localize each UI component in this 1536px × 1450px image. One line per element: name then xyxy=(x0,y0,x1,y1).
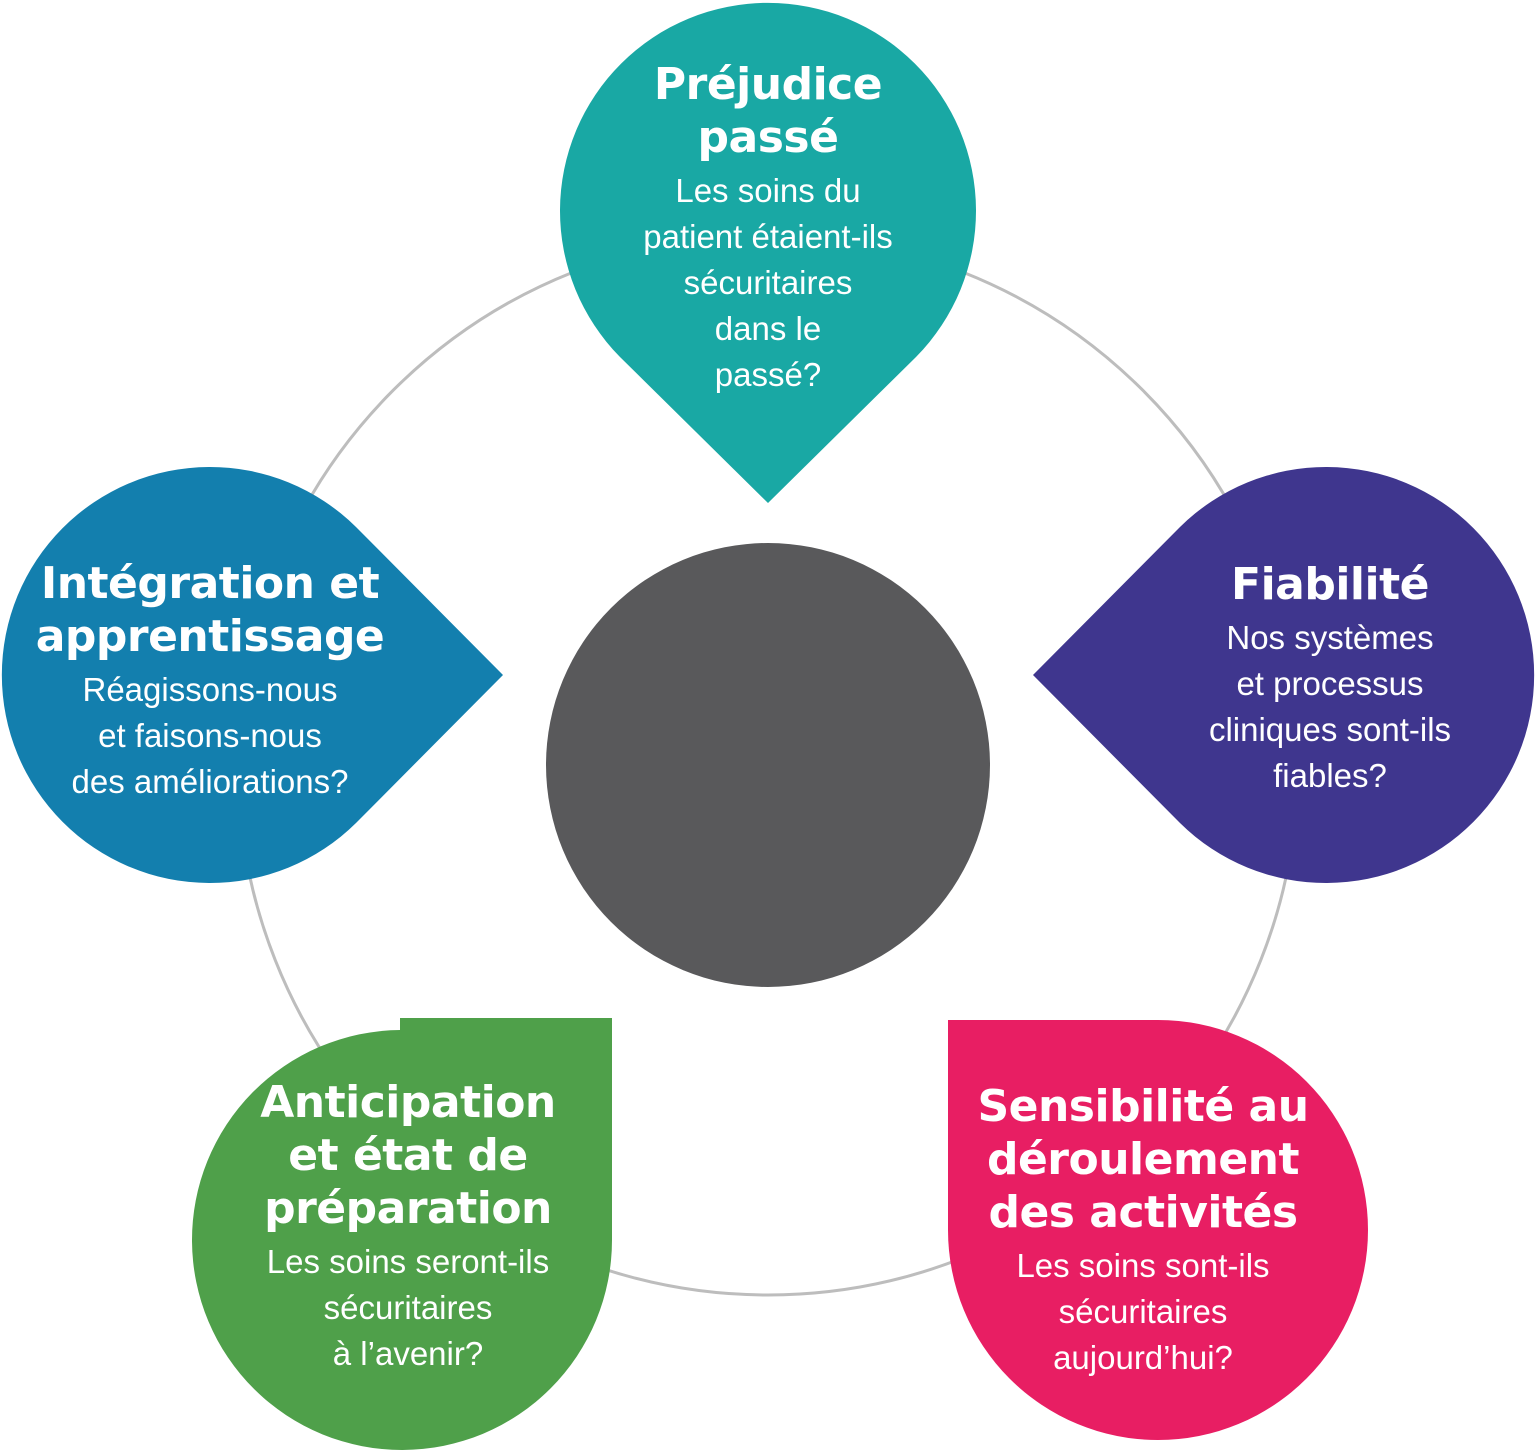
node-title: Préjudice passé xyxy=(653,59,883,163)
node-shape-prejudice-passe xyxy=(560,2,977,503)
node-question: Nos systèmes et processus cliniques sont… xyxy=(1208,619,1452,794)
node-fiabilite: Fiabilité Nos systèmes et processus clin… xyxy=(1130,558,1530,799)
node-question: Les soins sont-ils sécuritaires aujourd’… xyxy=(1016,1247,1270,1376)
node-shape-integration xyxy=(1,467,504,884)
node-shape-anticipation xyxy=(192,1018,612,1450)
node-title: Anticipation et état de préparation xyxy=(260,1077,556,1234)
node-question: Les soins seront-ils sécuritaires à l’av… xyxy=(266,1243,550,1372)
node-title: Intégration et apprentissage xyxy=(35,558,385,662)
node-title: Fiabilité xyxy=(1231,559,1429,610)
node-prejudice-passe: Préjudice passé Les soins du patient éta… xyxy=(568,58,968,398)
node-integration: Intégration et apprentissage Réagissons-… xyxy=(5,557,415,805)
node-sensibilite: Sensibilité au déroulement des activités… xyxy=(943,1080,1343,1381)
center-circle xyxy=(546,543,990,987)
node-shape-sensibilite xyxy=(948,1020,1368,1440)
node-title: Sensibilité au déroulement des activités xyxy=(977,1081,1309,1238)
node-anticipation: Anticipation et état de préparation Les … xyxy=(208,1076,608,1377)
node-question: Réagissons-nous et faisons-nous des amél… xyxy=(71,671,349,800)
node-shape-fiabilite xyxy=(1033,467,1535,884)
node-question: Les soins du patient étaient-ils sécurit… xyxy=(643,172,893,393)
